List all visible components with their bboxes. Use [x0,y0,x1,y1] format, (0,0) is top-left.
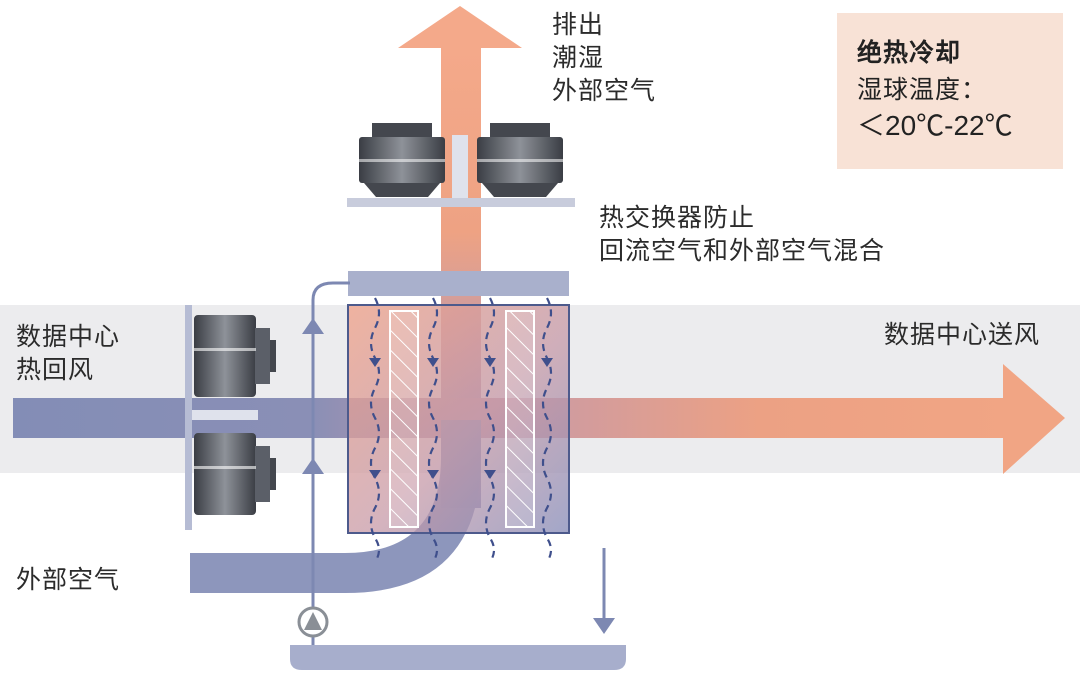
exhaust-fan-shelf [347,198,575,207]
fan-icon [359,123,445,197]
heat-exchanger [347,304,570,534]
exhaust-fan-divider [452,135,468,198]
heat-exchanger-note-line-2: 回流空气和外部空气混合 [599,236,886,265]
heat-exchanger-note-line-1: 热交换器防止 [599,203,756,232]
outside-air-duct [190,420,481,593]
adiabatic-cooling-info-box: 绝热冷却 湿球温度： ＜20℃-22℃ [837,13,1063,169]
outside-air-label-text: 外部空气 [16,565,121,594]
exchanger-pad-right [505,310,535,528]
exhaust-label-line-1: 排出 [552,10,605,39]
heat-exchanger-note: 热交换器防止 回流空气和外部空气混合 [599,201,885,267]
info-box-temperature-range: ＜20℃-22℃ [857,110,1013,141]
return-air-label-line-1: 数据中心 [16,322,121,351]
return-air-fan-wall [185,305,258,530]
arrow-up-icon [302,318,324,474]
return-air-label: 数据中心 热回风 [16,320,120,386]
exchanger-top-plate [348,271,569,296]
exhaust-label: 排出 潮湿 外部空气 [552,8,656,107]
water-tray [290,645,626,670]
exhaust-label-line-2: 潮湿 [552,43,605,72]
fan-icon [194,433,276,515]
fan-icon [194,315,276,397]
spray-arrowheads [369,358,553,479]
fan-icon [477,123,563,197]
water-spray-lines [369,297,553,563]
pump-icon [297,606,329,638]
return-air-label-line-2: 热回风 [16,355,95,384]
exhaust-label-line-3: 外部空气 [552,76,657,105]
exchanger-pad-left [389,310,419,528]
supply-air-label-text: 数据中心送风 [884,320,1041,349]
outside-air-label: 外部空气 [16,563,120,596]
info-box-wet-bulb-label: 湿球温度： [857,75,988,104]
supply-air-label: 数据中心送风 [884,318,1040,351]
info-box-title: 绝热冷却 [857,38,962,67]
arrow-down-icon [593,548,615,634]
